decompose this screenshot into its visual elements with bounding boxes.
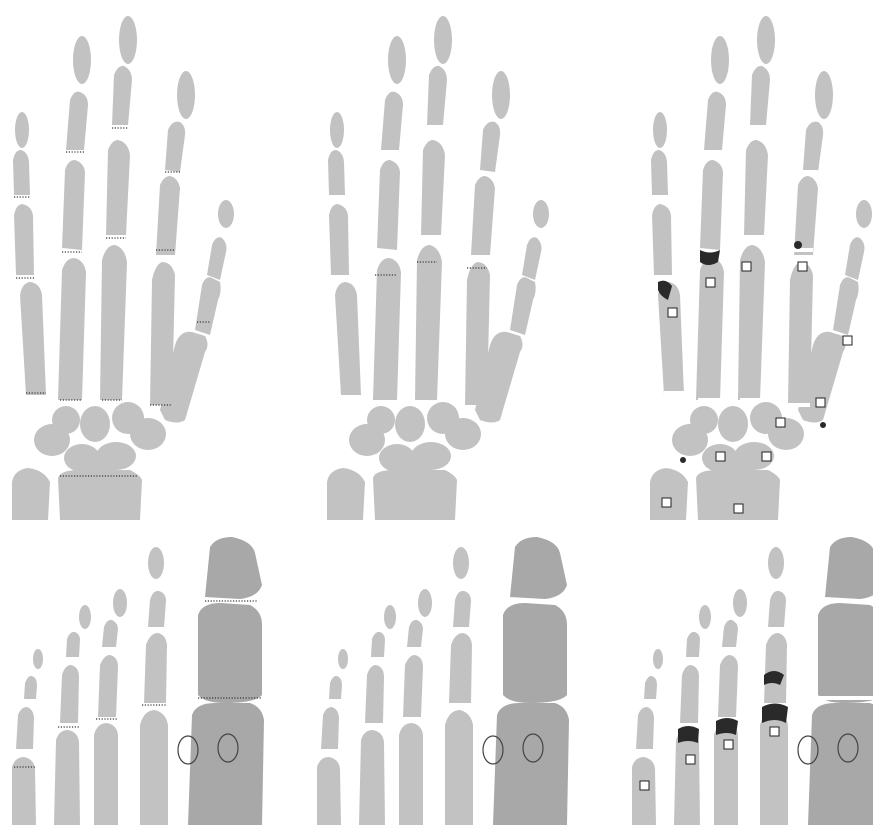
hand-panel-stage-1	[12, 16, 234, 520]
hand-panel-stage-2	[327, 16, 549, 520]
foot-panel-stage-2	[317, 537, 569, 825]
foot-panel-stage-1	[12, 537, 264, 825]
hand-panel-stage-3	[650, 16, 872, 520]
foot-panel-stage-3	[632, 537, 873, 825]
stage-markers	[640, 727, 779, 790]
